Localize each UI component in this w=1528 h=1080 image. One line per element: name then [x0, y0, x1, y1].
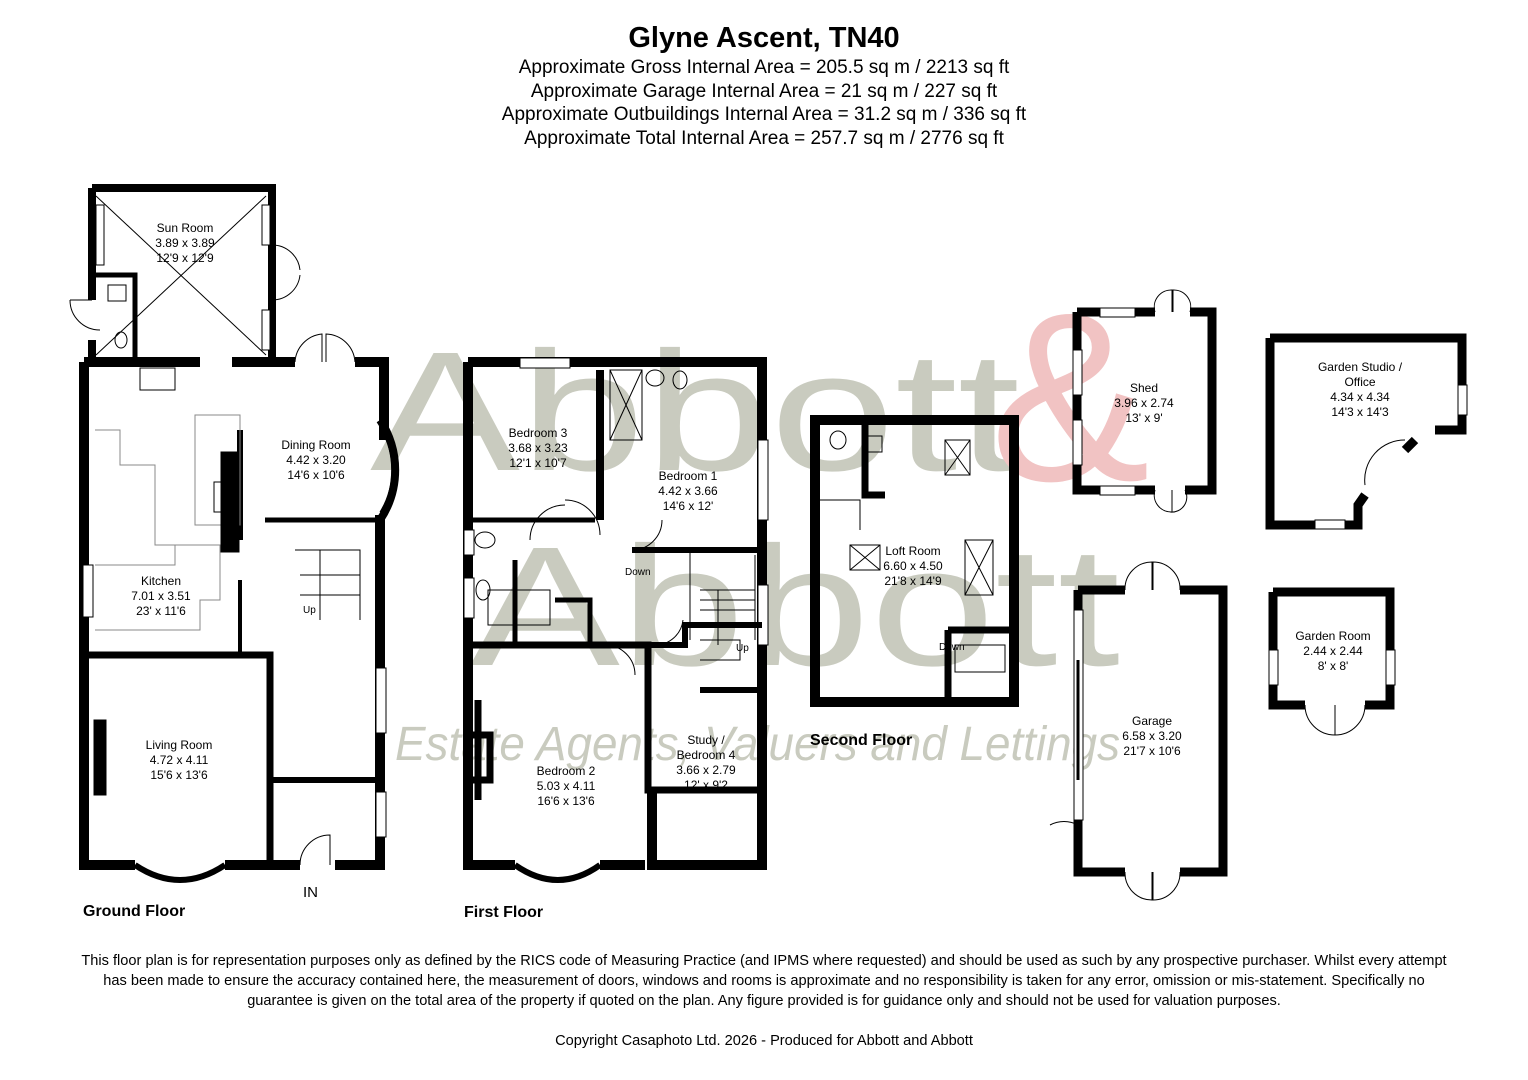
sun-room-imperial: 12'9 x 12'9 — [156, 251, 214, 265]
bedroom3-name: Bedroom 3 — [509, 426, 568, 440]
floor-plan: Abbott & Abbott Estate Agents, Valuers a… — [69, 184, 1468, 921]
second-floor-label: Second Floor — [810, 732, 912, 749]
gross-internal-area: Approximate Gross Internal Area = 205.5 … — [518, 57, 1010, 78]
room-labels: Sun Room 3.89 x 3.89 12'9 x 12'9 Dining … — [131, 221, 1402, 808]
garden-room-name: Garden Room — [1295, 629, 1370, 643]
garden-studio-metric: 4.34 x 4.34 — [1330, 390, 1390, 404]
shed-metric: 3.96 x 2.74 — [1114, 396, 1174, 410]
second-floor-plan — [810, 415, 1019, 707]
dining-room-name: Dining Room — [281, 438, 350, 452]
living-room-imperial: 15'6 x 13'6 — [150, 768, 208, 782]
annotations: IN Up Down Up Down — [303, 567, 965, 901]
garage-imperial: 21'7 x 10'6 — [1123, 744, 1181, 758]
kitchen-metric: 7.01 x 3.51 — [131, 589, 191, 603]
dining-room-imperial: 14'6 x 10'6 — [287, 468, 345, 482]
garden-studio-name-1: Garden Studio / — [1318, 360, 1403, 374]
ground-floor-plan — [69, 184, 400, 883]
living-room-name: Living Room — [146, 738, 213, 752]
garage-plan — [1049, 561, 1228, 901]
garage-internal-area: Approximate Garage Internal Area = 21 sq… — [530, 80, 998, 102]
bedroom2-imperial: 16'6 x 13'6 — [537, 794, 595, 808]
header: Glyne Ascent, TN40 Approximate Gross Int… — [0, 20, 1528, 150]
garden-room-plan — [1268, 587, 1396, 736]
garden-studio-plan — [1265, 333, 1468, 530]
living-room-metric: 4.72 x 4.11 — [150, 753, 209, 767]
study-name-1: Study / — [687, 733, 725, 747]
bedroom1-name: Bedroom 1 — [659, 469, 718, 483]
loft-room-imperial: 21'8 x 14'9 — [884, 574, 942, 588]
garage-metric: 6.58 x 3.20 — [1122, 729, 1182, 743]
loft-room-metric: 6.60 x 4.50 — [883, 559, 943, 573]
entrance-label: IN — [303, 884, 318, 901]
bedroom3-metric: 3.68 x 3.23 — [508, 441, 568, 455]
first-floor-label: First Floor — [464, 904, 543, 921]
bedroom1-metric: 4.42 x 3.66 — [658, 484, 718, 498]
bedroom1-imperial: 14'6 x 12' — [663, 499, 714, 513]
watermark-line2: Abbott — [470, 512, 1120, 702]
garden-studio-name-2: Office — [1344, 375, 1375, 389]
shed-imperial: 13' x 9' — [1125, 411, 1162, 425]
loft-room-name: Loft Room — [885, 544, 940, 558]
first-down-label: Down — [625, 567, 651, 578]
outbuildings-internal-area: Approximate Outbuildings Internal Area =… — [501, 104, 1027, 125]
bedroom2-name: Bedroom 2 — [537, 764, 596, 778]
garage-name: Garage — [1132, 714, 1172, 728]
study-imperial: 12' x 9'2 — [684, 778, 728, 792]
first-floor-plan — [463, 357, 769, 883]
garden-studio-imperial: 14'3 x 14'3 — [1331, 405, 1389, 419]
disclaimer-text: This floor plan is for representation pu… — [81, 953, 1447, 1009]
total-internal-area: Approximate Total Internal Area = 257.7 … — [524, 127, 1004, 149]
garden-room-metric: 2.44 x 2.44 — [1303, 644, 1363, 658]
first-up-label: Up — [736, 643, 749, 654]
bedroom2-metric: 5.03 x 4.11 — [537, 779, 596, 793]
kitchen-imperial: 23' x 11'6 — [136, 604, 186, 618]
study-name-2: Bedroom 4 — [677, 748, 736, 762]
ground-floor-label: Ground Floor — [83, 903, 185, 920]
garden-room-imperial: 8' x 8' — [1318, 659, 1349, 673]
bedroom3-imperial: 12'1 x 10'7 — [509, 456, 567, 470]
plan-title: Glyne Ascent, TN40 — [628, 22, 900, 54]
study-metric: 3.66 x 2.79 — [676, 763, 736, 777]
copyright-text: Copyright Casaphoto Ltd. 2026 - Produced… — [555, 1033, 973, 1049]
watermark-line1: Abbott — [370, 317, 1020, 507]
sun-room-metric: 3.89 x 3.89 — [155, 236, 215, 250]
floor-labels: Ground Floor First Floor Second Floor — [83, 732, 912, 921]
kitchen-name: Kitchen — [141, 574, 181, 588]
shed-plan — [1072, 289, 1217, 513]
sun-room-name: Sun Room — [157, 221, 214, 235]
dining-room-metric: 4.42 x 3.20 — [286, 453, 346, 467]
shed-name: Shed — [1130, 381, 1158, 395]
ground-up-label: Up — [303, 605, 316, 616]
second-down-label: Down — [939, 642, 965, 653]
